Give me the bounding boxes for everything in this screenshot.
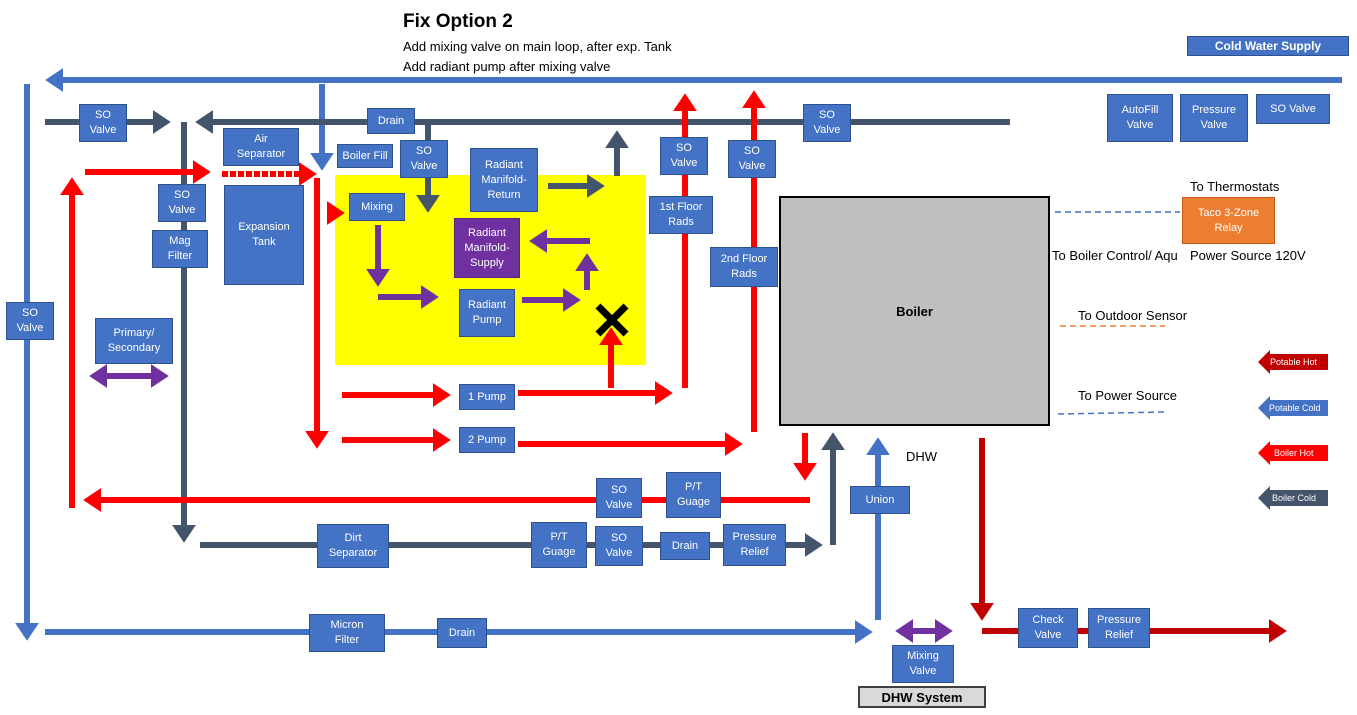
micron-filter: Micron Filter <box>309 614 385 652</box>
drain-top: Drain <box>367 108 415 134</box>
dhw-label: DHW <box>906 449 938 464</box>
so-valve-left-column: SO Valve <box>158 184 206 222</box>
so-valve-far-right: SO Valve <box>1256 94 1330 124</box>
legend-item-boiler-hot: Boiler Hot <box>1258 441 1328 465</box>
mixing: Mixing <box>349 193 405 221</box>
pump-2: 2 Pump <box>459 427 515 453</box>
pressure-relief-bottom: Pressure Relief <box>723 524 786 566</box>
air-separator: Air Separator <box>223 128 299 166</box>
union: Union <box>850 486 910 514</box>
legend-arrow-boiler-hot <box>1258 441 1328 465</box>
so-valve-top-left: SO Valve <box>79 104 127 142</box>
pump-1: 1 Pump <box>459 384 515 410</box>
expansion-tank: Expansion Tank <box>224 185 304 285</box>
legend-item-boiler-cold: Boiler Cold <box>1258 486 1328 510</box>
dirt-separator: Dirt Separator <box>317 524 389 568</box>
to-thermostats-label: To Thermostats <box>1190 179 1280 194</box>
so-valve-fill: SO Valve <box>400 140 448 178</box>
autofill-valve: AutoFill Valve <box>1107 94 1173 142</box>
first-floor-rads: 1st Floor Rads <box>649 196 713 234</box>
boiler-fill: Boiler Fill <box>337 144 393 168</box>
so-valve-return: SO Valve <box>596 478 642 518</box>
check-valve: Check Valve <box>1018 608 1078 648</box>
pressure-relief-dhw: Pressure Relief <box>1088 608 1150 648</box>
power-source-120v-label: Power Source 120V <box>1190 248 1306 263</box>
so-valve-1st-floor: SO Valve <box>660 137 708 175</box>
drain-bottom: Drain <box>660 532 710 560</box>
mixing-valve: Mixing Valve <box>892 645 954 683</box>
legend-label-potable-cold: Potable Cold <box>1269 403 1321 413</box>
radiant-manifold-supply: Radiant Manifold- Supply <box>454 218 520 278</box>
legend-label-boiler-hot: Boiler Hot <box>1274 448 1314 458</box>
radiant-pump: Radiant Pump <box>459 289 515 337</box>
mag-filter: Mag Filter <box>152 230 208 268</box>
second-floor-rads: 2nd Floor Rads <box>710 247 778 287</box>
primary-secondary: Primary/ Secondary <box>95 318 173 364</box>
radiant-loop-lines <box>89 225 953 643</box>
legend-label-potable-hot: Potable Hot <box>1270 357 1318 367</box>
so-valve-2nd-floor: SO Valve <box>728 140 776 178</box>
pt-gauge-return: P/T Guage <box>666 472 721 518</box>
taco-3-zone-relay: Taco 3-Zone Relay <box>1182 197 1275 244</box>
blocked-x-mark <box>595 303 629 337</box>
legend-label-boiler-cold: Boiler Cold <box>1272 493 1317 503</box>
legend-arrow-potable-hot <box>1258 350 1328 374</box>
cold-water-supply-label: Cold Water Supply <box>1187 36 1349 56</box>
pressure-valve: Pressure Valve <box>1180 94 1248 142</box>
pt-gauge-bottom: P/T Guage <box>531 522 587 568</box>
dhw-system: DHW System <box>858 686 986 708</box>
radiant-manifold-return: Radiant Manifold- Return <box>470 148 538 212</box>
to-power-source-label: To Power Source <box>1078 388 1177 403</box>
to-boiler-control-label: To Boiler Control/ Aqu <box>1052 248 1178 263</box>
so-valve-bottom: SO Valve <box>595 526 643 566</box>
header-line-1: Add mixing valve on main loop, after exp… <box>403 39 672 54</box>
legend-arrow-potable-cold <box>1258 396 1328 420</box>
boiler: Boiler <box>779 196 1050 426</box>
power-source-wire <box>1057 411 1166 415</box>
legend-item-potable-hot: Potable Hot <box>1258 350 1328 374</box>
so-valve-far-left: SO Valve <box>6 302 54 340</box>
legend-arrow-boiler-cold <box>1258 486 1328 510</box>
so-valve-top-right: SO Valve <box>803 104 851 142</box>
legend-item-potable-cold: Potable Cold <box>1258 396 1328 420</box>
control-wiring <box>1055 211 1180 415</box>
header-line-2: Add radiant pump after mixing valve <box>403 59 611 74</box>
boiler-hot-lines <box>60 90 817 512</box>
drain-cold: Drain <box>437 618 487 648</box>
page-title: Fix Option 2 <box>403 11 513 32</box>
potable-hot-lines <box>970 438 1287 643</box>
to-outdoor-sensor-label: To Outdoor Sensor <box>1078 308 1188 323</box>
